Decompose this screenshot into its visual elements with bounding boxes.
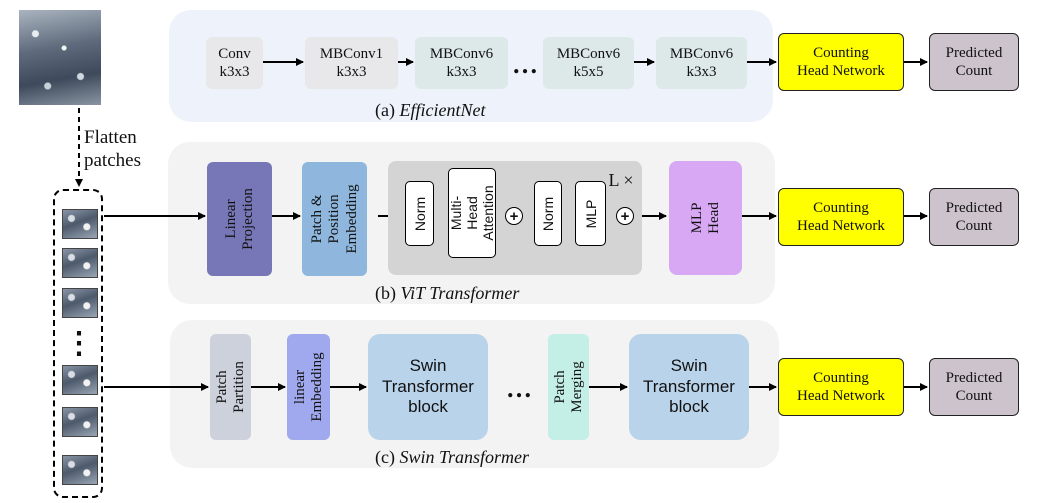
patch-partition-block: Patch Partition bbox=[210, 334, 251, 440]
mlp-label: MLP bbox=[582, 199, 599, 228]
caption-c-name: Swin Transformer bbox=[399, 447, 530, 467]
counting-head-network-a: Counting Head Network bbox=[778, 33, 904, 91]
caption-c: (c) Swin Transformer bbox=[375, 447, 529, 468]
patch-merging-block: Patch Merging bbox=[548, 334, 589, 440]
linear-embedding-label: linear Embedding bbox=[291, 352, 325, 422]
ellipsis-swin: … bbox=[506, 374, 534, 403]
mlp-head-block: MLP Head bbox=[669, 161, 742, 275]
mbconv6-k3x3-block: MBConv6 k3x3 bbox=[415, 37, 508, 89]
image-patch-icon bbox=[62, 288, 98, 318]
swin-transformer-block-2: Swin Transformer block bbox=[629, 334, 749, 440]
predicted-count-b: Predicted Count bbox=[929, 188, 1019, 246]
multi-head-attention-block: Multi-Head Attention bbox=[448, 168, 496, 258]
mbconv6-k5x5-block: MBConv6 k5x5 bbox=[543, 37, 634, 89]
mlp-block: MLP bbox=[575, 181, 606, 246]
caption-c-prefix: (c) bbox=[375, 447, 400, 467]
counting-head-network-c: Counting Head Network bbox=[778, 358, 904, 416]
norm-block-1: Norm bbox=[405, 181, 434, 246]
linear-embedding-block: linear Embedding bbox=[287, 334, 330, 440]
norm-1-label: Norm bbox=[411, 196, 428, 231]
caption-b: (b) ViT Transformer bbox=[375, 283, 519, 304]
image-patch-icon bbox=[62, 248, 98, 278]
residual-add-1: + bbox=[505, 207, 523, 225]
image-patch-icon bbox=[62, 365, 98, 395]
mbconv6-k3x3-block-final: MBConv6 k3x3 bbox=[656, 37, 747, 89]
norm-2-label: Norm bbox=[539, 196, 556, 231]
image-patch-icon bbox=[62, 407, 98, 437]
mbconv1-k3x3-block: MBConv1 k3x3 bbox=[305, 37, 398, 89]
flatten-patches-label: Flatten patches bbox=[84, 127, 141, 171]
predicted-count-c: Predicted Count bbox=[929, 358, 1019, 416]
vertical-ellipsis: ⋮ bbox=[64, 327, 94, 360]
caption-b-prefix: (b) bbox=[375, 283, 401, 303]
image-patch-icon bbox=[62, 455, 98, 485]
caption-a-prefix: (a) bbox=[375, 100, 400, 120]
crowd-image-icon bbox=[19, 10, 101, 105]
counting-head-network-b: Counting Head Network bbox=[778, 188, 904, 246]
norm-block-2: Norm bbox=[534, 181, 562, 246]
ellipsis: … bbox=[512, 50, 540, 79]
multi-head-attention-label: Multi-Head Attention bbox=[447, 185, 497, 241]
conv-k3x3-block: Conv k3x3 bbox=[206, 37, 263, 89]
caption-b-name: ViT Transformer bbox=[400, 283, 520, 303]
linear-projection-block: Linear Projection bbox=[207, 162, 272, 276]
patch-stack-frame bbox=[53, 189, 103, 498]
residual-add-2: + bbox=[616, 207, 634, 225]
patch-merging-label: Patch Merging bbox=[551, 361, 585, 413]
patch-position-embedding-label: Patch & Position Embedding bbox=[308, 184, 360, 254]
caption-a-name: EfficientNet bbox=[399, 100, 486, 120]
encoder-repeat-label: L × bbox=[608, 170, 634, 191]
mlp-head-label: MLP Head bbox=[688, 202, 722, 234]
patch-partition-label: Patch Partition bbox=[213, 361, 247, 413]
image-patch-icon bbox=[62, 209, 98, 239]
swin-transformer-block-1: Swin Transformer block bbox=[368, 334, 488, 440]
caption-a: (a) EfficientNet bbox=[375, 100, 485, 121]
predicted-count-a: Predicted Count bbox=[929, 33, 1019, 91]
patch-position-embedding-block: Patch & Position Embedding bbox=[302, 162, 367, 276]
linear-projection-label: Linear Projection bbox=[222, 188, 256, 250]
